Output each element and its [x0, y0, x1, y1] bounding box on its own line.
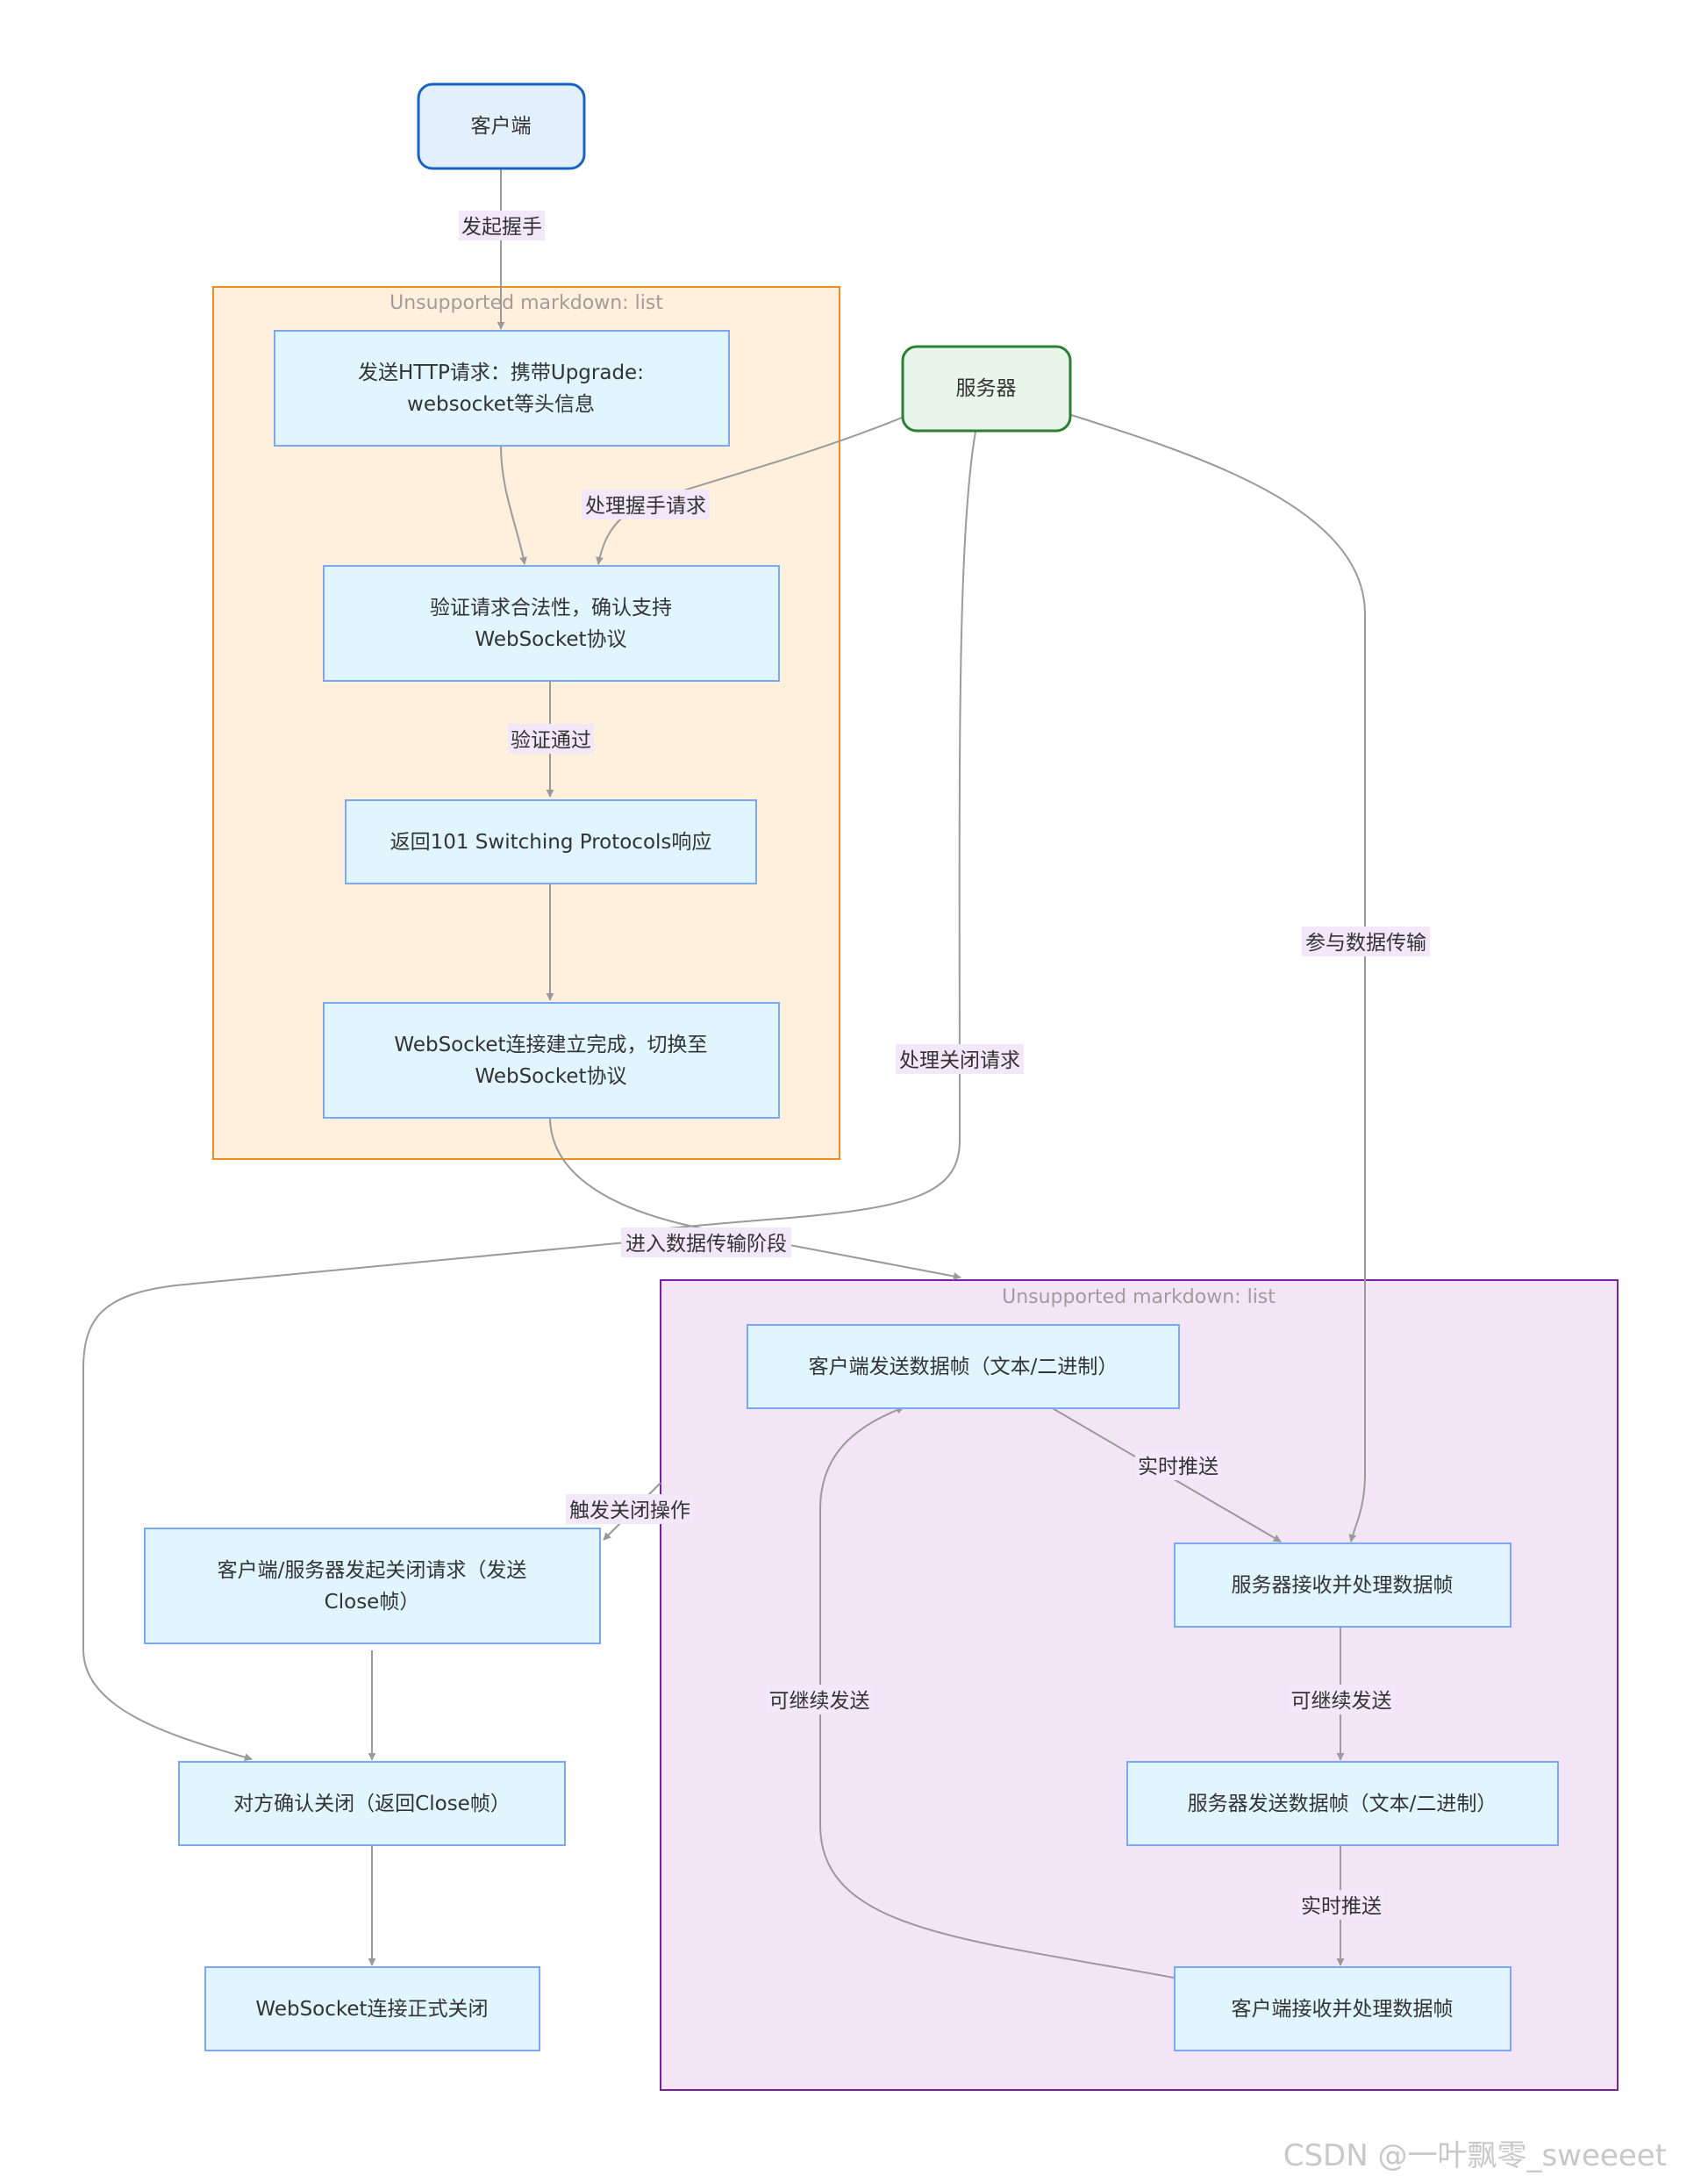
send-http-node[interactable]: 发送HTTP请求：携带Upgrade: websocket等头信息 — [274, 330, 730, 447]
server-send-frame-label: 服务器发送数据帧（文本/二进制） — [1188, 1793, 1497, 1815]
edge-label-realtime-1: 实时推送 — [1135, 1450, 1221, 1480]
established-label-line2: WebSocket协议 — [475, 1065, 626, 1088]
client-recv-node[interactable]: 客户端接收并处理数据帧 — [1174, 1966, 1511, 2051]
server-recv-node[interactable]: 服务器接收并处理数据帧 — [1174, 1542, 1511, 1628]
server-node[interactable]: 服务器 — [901, 345, 1072, 433]
svg-text:处理握手请求: 处理握手请求 — [585, 495, 706, 518]
closed-node[interactable]: WebSocket连接正式关闭 — [204, 1966, 540, 2051]
svg-text:可继续发送: 可继续发送 — [1291, 1690, 1392, 1713]
client-send-frame-node[interactable]: 客户端发送数据帧（文本/二进制） — [747, 1324, 1180, 1409]
send-http-label-line2: websocket等头信息 — [407, 393, 595, 416]
established-label-line1: WebSocket连接建立完成，切换至 — [394, 1034, 707, 1056]
server-send-frame-node[interactable]: 服务器发送数据帧（文本/二进制） — [1126, 1761, 1559, 1846]
edge-label-verified: 验证通过 — [508, 724, 594, 754]
edge-send-http-to-verify — [500, 445, 527, 565]
send-http-label-line1: 发送HTTP请求：携带Upgrade: — [358, 361, 644, 384]
watermark: CSDN @一叶飘零_sweeeet — [1283, 2138, 1667, 2173]
client-recv-label: 客户端接收并处理数据帧 — [1232, 1998, 1454, 2021]
close-request-node[interactable]: 客户端/服务器发起关闭请求（发送 Close帧） — [144, 1528, 601, 1644]
client-label: 客户端 — [471, 115, 532, 138]
edge-label-initiate: 发起握手 — [459, 211, 545, 240]
verify-node[interactable]: 验证请求合法性，确认支持 WebSocket协议 — [323, 565, 780, 682]
edge-label-continue-1: 可继续发送 — [1288, 1685, 1395, 1714]
transfer-cluster-title: Unsupported markdown: list — [1002, 1286, 1276, 1308]
svg-text:进入数据传输阶段: 进入数据传输阶段 — [625, 1233, 787, 1256]
server-label: 服务器 — [956, 377, 1017, 400]
close-ack-label: 对方确认关闭（返回Close帧） — [233, 1793, 511, 1815]
edge-label-participate: 参与数据传输 — [1302, 927, 1430, 956]
handshake-cluster-title: Unsupported markdown: list — [389, 292, 663, 314]
close-ack-node[interactable]: 对方确认关闭（返回Close帧） — [178, 1761, 566, 1846]
svg-text:触发关闭操作: 触发关闭操作 — [569, 1499, 690, 1522]
edge-established-to-close-ack — [82, 1240, 646, 1762]
edge-client-recv-to-client-send — [819, 1406, 1175, 1979]
svg-text:验证通过: 验证通过 — [511, 729, 591, 752]
return101-label: 返回101 Switching Protocols响应 — [390, 831, 712, 854]
closed-label: WebSocket连接正式关闭 — [255, 1998, 488, 2021]
verify-label-line1: 验证请求合法性，确认支持 — [430, 597, 672, 619]
edge-server-to-transfer — [631, 431, 976, 1233]
edge-label-enter-transfer: 进入数据传输阶段 — [621, 1227, 791, 1257]
close-request-label-line2: Close帧） — [325, 1591, 420, 1614]
client-send-frame-label: 客户端发送数据帧（文本/二进制） — [809, 1356, 1118, 1378]
edge-label-handle-handshake: 处理握手请求 — [582, 490, 710, 519]
close-request-label-line1: 客户端/服务器发起关闭请求（发送 — [218, 1559, 527, 1582]
svg-text:发起握手: 发起握手 — [461, 216, 542, 239]
verify-label-line2: WebSocket协议 — [475, 628, 626, 651]
edge-label-handle-close: 处理关闭请求 — [896, 1044, 1024, 1074]
edge-server-to-server-recv — [1068, 413, 1366, 1542]
edge-label-continue-2: 可继续发送 — [766, 1685, 873, 1714]
svg-text:处理关闭请求: 处理关闭请求 — [899, 1049, 1020, 1072]
server-recv-label: 服务器接收并处理数据帧 — [1232, 1574, 1454, 1597]
client-node[interactable]: 客户端 — [417, 82, 586, 170]
svg-text:实时推送: 实时推送 — [1301, 1895, 1382, 1918]
edge-label-realtime-2: 实时推送 — [1298, 1890, 1384, 1920]
return101-node[interactable]: 返回101 Switching Protocols响应 — [345, 799, 757, 884]
svg-text:参与数据传输: 参与数据传输 — [1305, 932, 1426, 955]
edge-label-trigger-close: 触发关闭操作 — [566, 1494, 694, 1524]
svg-text:可继续发送: 可继续发送 — [769, 1690, 870, 1713]
svg-text:实时推送: 实时推送 — [1138, 1456, 1218, 1478]
edge-established-to-transfer — [549, 1116, 961, 1280]
established-node[interactable]: WebSocket连接建立完成，切换至 WebSocket协议 — [323, 1002, 780, 1119]
